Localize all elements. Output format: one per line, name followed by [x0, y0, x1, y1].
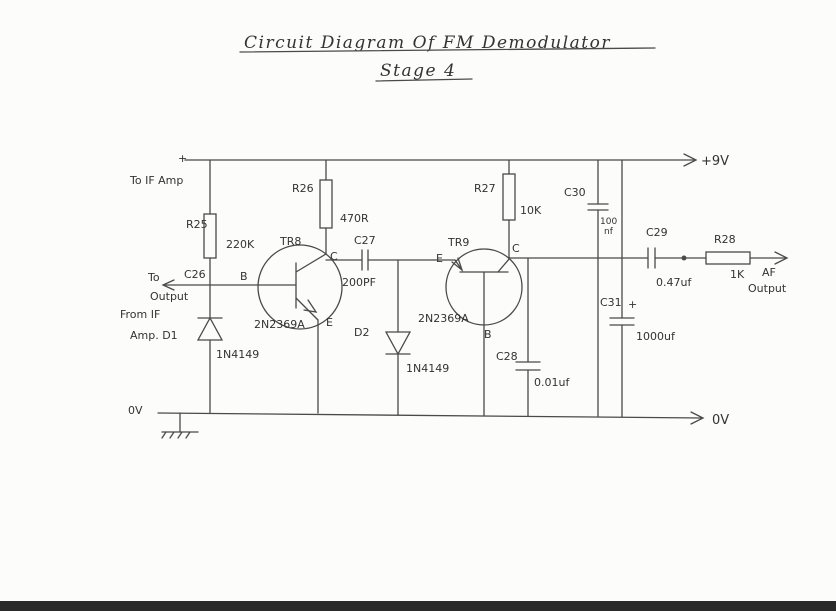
r26-value: 470R: [340, 212, 369, 225]
r27-value: 10K: [520, 204, 542, 217]
af-output-label-1: AF: [762, 266, 776, 279]
ground-right-label: 0V: [712, 413, 729, 428]
r28-label: R28: [714, 233, 736, 246]
af-output-arrow: [774, 251, 789, 265]
c28-value: 0.01uf: [534, 376, 570, 389]
c29-junction-dot: [681, 255, 687, 261]
r26-resistor: [319, 179, 333, 229]
r25-label: R25: [186, 218, 208, 231]
r25-value: 220K: [226, 238, 255, 251]
tr9-label: TR9: [447, 236, 469, 249]
c27-label: C27: [354, 234, 376, 247]
af-output-label-2: Output: [748, 282, 787, 295]
tr8-base-label: B: [240, 270, 248, 283]
c31-value: 1000uf: [636, 330, 676, 343]
tr8-type: 2N2369A: [254, 318, 305, 331]
r28-value: 1K: [730, 268, 745, 281]
ground-rail: [157, 411, 705, 425]
tr9-emitter-label: E: [436, 252, 443, 265]
to-if-amp-label: To IF Amp: [129, 174, 183, 187]
r28-resistor: [705, 251, 751, 265]
c29-label: C29: [646, 226, 668, 239]
tr8-transistor: [257, 244, 343, 330]
c31-plus: +: [628, 298, 637, 311]
d2-label: D2: [354, 326, 369, 339]
title-underline: [239, 47, 656, 53]
tr9-base-label: B: [484, 328, 492, 341]
d1-diode: [196, 316, 224, 414]
c30-label: C30: [564, 186, 586, 199]
d1-type: 1N4149: [216, 348, 259, 361]
c30-value-1: 100: [600, 217, 617, 227]
subtitle-underline: [375, 78, 473, 82]
supply-rail: [184, 153, 698, 167]
to-output-label-1: To: [147, 271, 160, 284]
c26-label: C26: [184, 268, 206, 281]
d2-type: 1N4149: [406, 362, 449, 375]
tr8-label: TR8: [279, 235, 301, 248]
to-output-arrow: [161, 279, 175, 291]
diagram-subtitle: Stage 4: [380, 61, 456, 81]
tr9-collector-label: C: [512, 242, 520, 255]
tr9-transistor: [445, 248, 523, 417]
earth-symbol: [161, 412, 199, 439]
from-if-label-2: Amp. D1: [130, 329, 178, 342]
c30-value-2: nf: [604, 227, 614, 237]
c29-value: 0.47uf: [656, 276, 692, 289]
ground-left-label: 0V: [128, 404, 143, 417]
c28-label: C28: [496, 350, 518, 363]
tr9-type: 2N2369A: [418, 312, 469, 325]
c27-value: 200PF: [342, 276, 376, 289]
plus-label: +: [178, 152, 187, 165]
from-if-label-1: From IF: [120, 308, 160, 321]
r27-label: R27: [474, 182, 496, 195]
d2-diode: [384, 259, 412, 416]
r27-resistor: [502, 173, 516, 221]
supply-voltage-label: +9V: [701, 154, 729, 169]
diagram-title: Circuit Diagram Of FM Demodulator: [244, 33, 611, 53]
tr8-collector-label: C: [330, 250, 338, 263]
c31-label: C31: [600, 296, 622, 309]
tr8-emitter-label: E: [326, 316, 333, 329]
r26-label: R26: [292, 182, 314, 195]
to-output-label-2: Output: [150, 290, 189, 303]
